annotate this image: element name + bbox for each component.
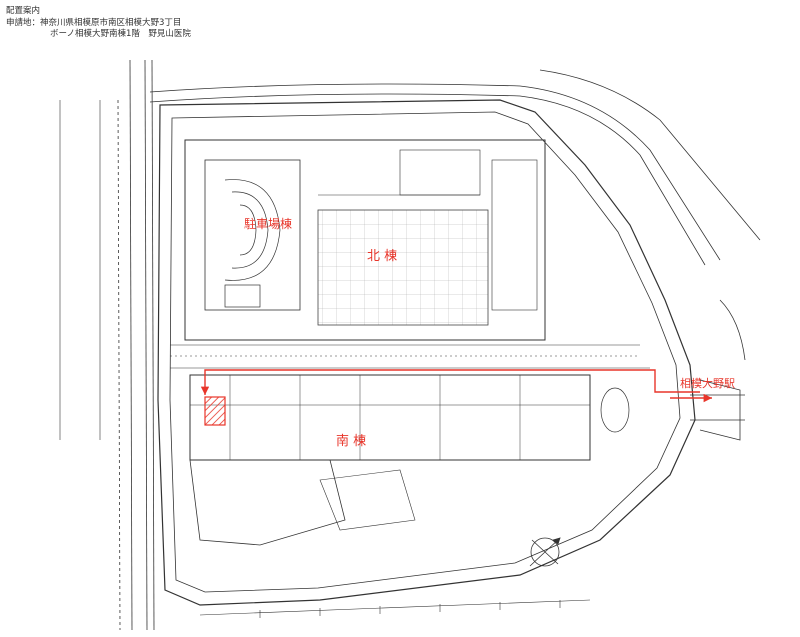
top-street <box>149 69 761 266</box>
header: 配置案内 申請地：神奈川県相模原市南区相模大野3丁目 ボーノ相模大野南棟1階 野… <box>6 6 191 41</box>
header-address-line2: ボーノ相模大野南棟1階 野見山医院 <box>50 29 191 39</box>
parking-ramp <box>224 179 281 281</box>
central-passage <box>170 344 650 369</box>
walking-route <box>200 369 700 395</box>
north-arrow-icon <box>529 537 561 567</box>
right-street <box>690 299 746 441</box>
north-building-label: 北 棟 <box>367 249 397 264</box>
station-label: 相模大野駅 <box>680 376 735 390</box>
dimension-line <box>199 599 591 618</box>
header-title: 配置案内 <box>6 6 41 16</box>
south-building-label: 南 棟 <box>336 433 366 449</box>
left-street <box>59 59 155 631</box>
site-boundary <box>157 99 696 606</box>
clinic-location-marker <box>204 396 226 426</box>
header-address-line1: 申請地：神奈川県相模原市南区相模大野3丁目 <box>6 17 182 28</box>
south-building <box>189 374 630 546</box>
parking-label: 駐車場棟 <box>244 216 292 231</box>
north-building <box>184 139 546 341</box>
